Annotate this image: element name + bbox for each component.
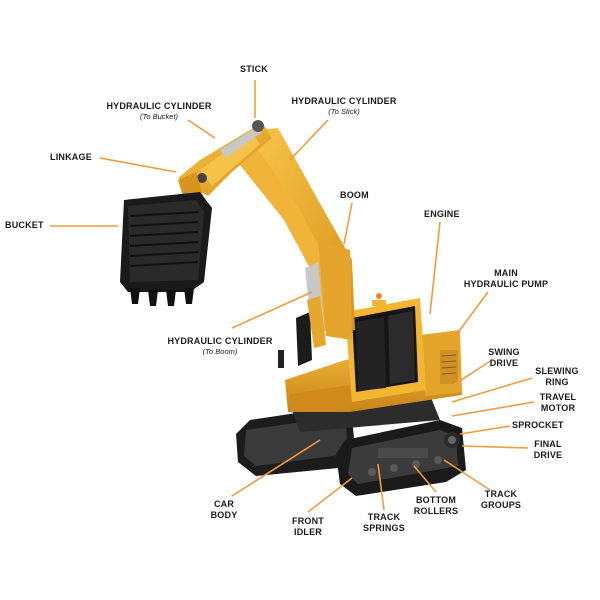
label-boom-text: BOOM bbox=[340, 190, 369, 200]
label-car-line1: CAR bbox=[213, 499, 235, 509]
label-groups-line2: GROUPS bbox=[480, 500, 522, 510]
label-engine-text: ENGINE bbox=[424, 209, 460, 219]
leader-boom bbox=[343, 202, 353, 245]
label-hc-stick-title: HYDRAULIC CYLINDER bbox=[291, 96, 397, 106]
cab bbox=[345, 293, 426, 402]
label-final-line1: FINAL bbox=[534, 439, 562, 449]
label-hydraulic-cylinder-boom: HYDRAULIC CYLINDER (To Boom) bbox=[166, 336, 274, 356]
label-sprocket: SPROCKET bbox=[512, 420, 564, 431]
leader-final bbox=[461, 445, 529, 449]
label-hc-bucket-title: HYDRAULIC CYLINDER bbox=[106, 101, 212, 111]
label-car-line2: BODY bbox=[210, 510, 238, 520]
label-main-hydraulic-pump: MAIN HYDRAULIC PUMP bbox=[456, 268, 556, 290]
label-slewing-line2: RING bbox=[545, 377, 569, 387]
label-hydraulic-cylinder-bucket: HYDRAULIC CYLINDER (To Bucket) bbox=[105, 101, 213, 121]
label-springs-line1: TRACK bbox=[367, 512, 401, 522]
label-front-line2: IDLER bbox=[294, 527, 322, 537]
label-swing-line1: SWING bbox=[488, 347, 520, 357]
label-track-springs: TRACK SPRINGS bbox=[358, 512, 410, 534]
leader-car bbox=[231, 439, 321, 497]
label-main-pump-line1: MAIN bbox=[494, 268, 518, 278]
label-front-idler: FRONT IDLER bbox=[286, 516, 330, 538]
label-travel-line2: MOTOR bbox=[540, 403, 576, 413]
label-springs-line2: SPRINGS bbox=[363, 523, 405, 533]
leader-rollers bbox=[413, 465, 437, 493]
leader-hc-boom bbox=[231, 291, 313, 329]
label-linkage-text: LINKAGE bbox=[50, 152, 92, 162]
label-hc-bucket-sub: (To Bucket) bbox=[139, 112, 179, 121]
label-front-line1: FRONT bbox=[292, 516, 324, 526]
leader-springs bbox=[377, 463, 385, 511]
label-rollers-line1: BOTTOM bbox=[415, 495, 457, 505]
label-travel-motor: TRAVEL MOTOR bbox=[534, 392, 582, 414]
leader-front bbox=[307, 477, 353, 513]
leader-slewing bbox=[451, 377, 533, 403]
label-main-pump-line2: HYDRAULIC PUMP bbox=[463, 279, 549, 289]
label-travel-line1: TRAVEL bbox=[539, 392, 577, 402]
bucket bbox=[120, 192, 212, 306]
label-swing-line2: DRIVE bbox=[489, 358, 519, 368]
label-stick: STICK bbox=[234, 64, 274, 75]
front-track bbox=[336, 420, 466, 496]
leader-swing bbox=[451, 359, 493, 387]
label-final-drive: FINAL DRIVE bbox=[528, 439, 568, 461]
label-hydraulic-cylinder-stick: HYDRAULIC CYLINDER (To Stick) bbox=[290, 96, 398, 116]
label-engine: ENGINE bbox=[424, 209, 460, 220]
label-rollers-line2: ROLLERS bbox=[413, 506, 459, 516]
stick bbox=[178, 120, 272, 196]
label-sprocket-text: SPROCKET bbox=[512, 420, 564, 430]
leader-hc-bucket bbox=[187, 119, 216, 139]
label-groups-line1: TRACK bbox=[484, 489, 518, 499]
leader-hc-stick bbox=[289, 119, 329, 161]
label-hc-stick-sub: (To Stick) bbox=[328, 107, 360, 116]
label-car-body: CAR BODY bbox=[206, 499, 242, 521]
boom bbox=[240, 128, 355, 340]
label-boom: BOOM bbox=[340, 190, 369, 201]
label-stick-text: STICK bbox=[240, 64, 268, 74]
label-bucket-text: BUCKET bbox=[5, 220, 44, 230]
leader-groups bbox=[443, 459, 491, 491]
label-bottom-rollers: BOTTOM ROLLERS bbox=[410, 495, 462, 517]
label-slewing-ring: SLEWING RING bbox=[530, 366, 584, 388]
label-track-groups: TRACK GROUPS bbox=[476, 489, 526, 511]
label-hc-boom-sub: (To Boom) bbox=[202, 347, 238, 356]
leader-lines bbox=[50, 80, 535, 513]
leader-linkage bbox=[99, 157, 177, 173]
label-slewing-line1: SLEWING bbox=[535, 366, 579, 376]
leader-sprocket bbox=[459, 425, 511, 435]
leader-main-pump bbox=[447, 291, 489, 347]
label-bucket: BUCKET bbox=[5, 220, 44, 231]
label-final-line2: DRIVE bbox=[533, 450, 563, 460]
label-linkage: LINKAGE bbox=[50, 152, 92, 163]
label-swing-drive: SWING DRIVE bbox=[478, 347, 530, 369]
leader-travel bbox=[451, 401, 535, 417]
label-hc-boom-title: HYDRAULIC CYLINDER bbox=[167, 336, 273, 346]
boom-cylinder bbox=[305, 262, 326, 348]
leader-engine bbox=[429, 221, 441, 315]
